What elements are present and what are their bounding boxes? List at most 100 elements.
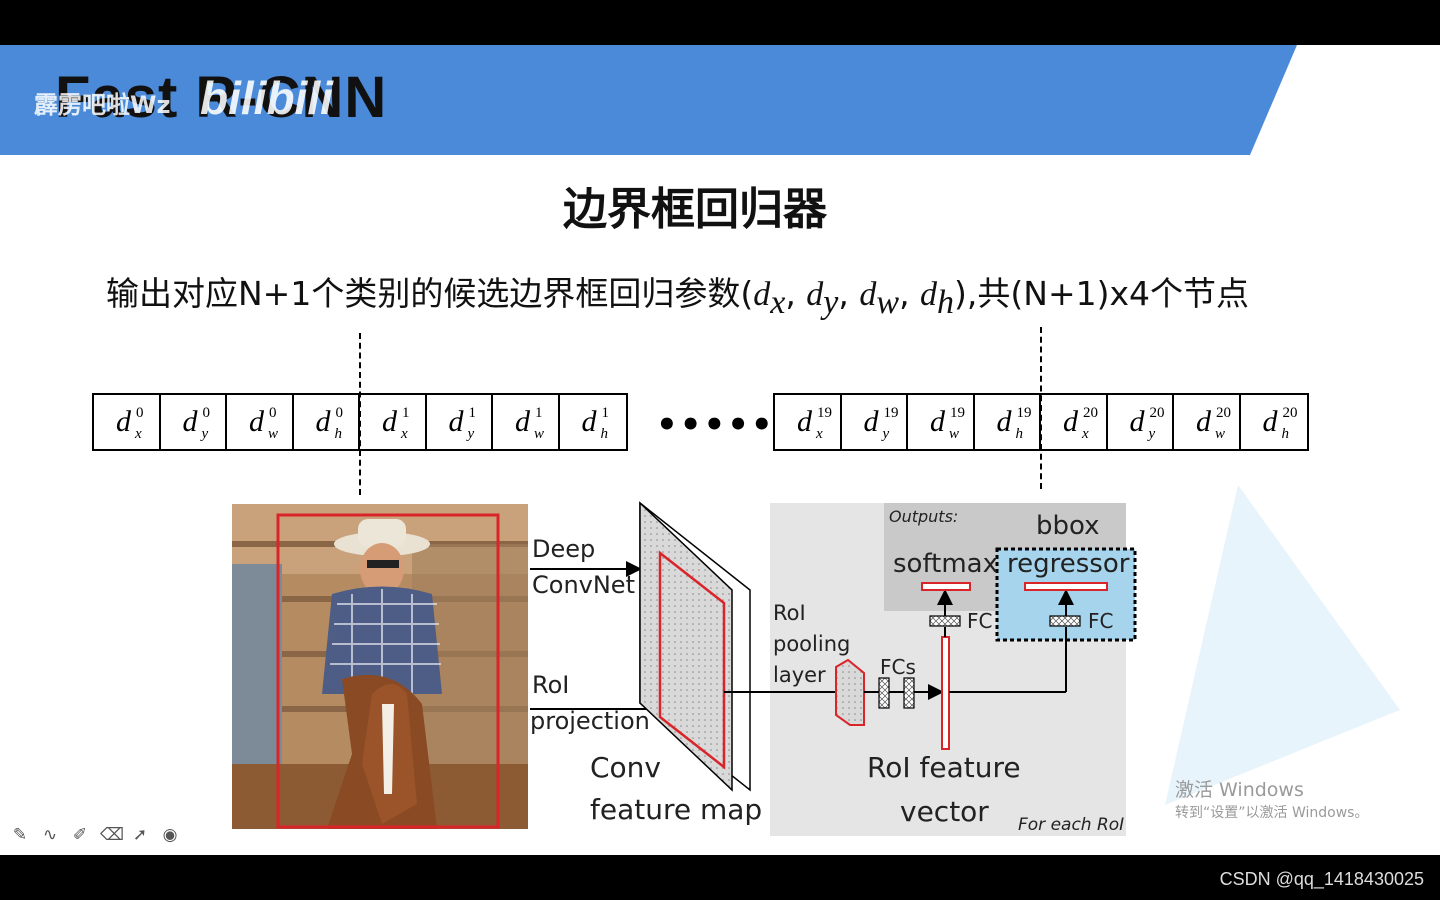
label-regressor: regressor: [1007, 549, 1130, 579]
cell-class-index: 0: [202, 405, 211, 421]
cell-class-index: 19: [817, 405, 832, 421]
ellipsis: ••••••: [656, 405, 799, 445]
windows-activation-hint: 转到“设置”以激活 Windows。: [1175, 805, 1369, 821]
label-outputs: Outputs:: [889, 507, 959, 526]
label-convnet: ConvNet: [532, 571, 635, 599]
label-roi-pooling-2: pooling: [773, 632, 851, 656]
cell-symbol: d: [1262, 405, 1278, 438]
fast-rcnn-diagram: [530, 485, 1400, 836]
label-fc-1: FC: [967, 609, 993, 633]
pointer-icon[interactable]: ➚: [132, 825, 148, 845]
watermark-text: 霹雳吧啦Wz: [34, 91, 171, 119]
cell-class-index: 0: [335, 405, 344, 421]
slide-heading: 边界框回归器: [563, 184, 827, 235]
cell-symbol: d: [1129, 405, 1145, 438]
cell-class-index: 1: [468, 405, 477, 421]
cell-symbol: d: [863, 405, 879, 438]
cell-coordinate: w: [534, 426, 545, 442]
cell-class-index: 20: [1216, 405, 1231, 421]
cell-class-index: 19: [883, 405, 899, 421]
label-projection: projection: [530, 707, 650, 735]
regression-cell: d 20 x: [1041, 395, 1108, 449]
cell-coordinate: h: [1015, 426, 1024, 442]
cell-coordinate: h: [1281, 426, 1290, 442]
cell-class-index: 0: [269, 405, 277, 421]
slide: Fast R-CNN 霹雳吧啦Wz bilibili 边界框回归器 输出对应N+…: [0, 45, 1440, 855]
cell-class-index: 20: [1282, 405, 1298, 421]
bilibili-logo: bilibili: [200, 72, 333, 124]
highlighter-icon[interactable]: ✐: [72, 825, 88, 845]
cell-coordinate: x: [135, 426, 142, 442]
cowboy-horse-photo: [232, 504, 528, 829]
label-deep: Deep: [532, 535, 596, 563]
pen-toolbar: ✎ ∿ ✐ ⌫ ➚ ◉: [10, 825, 180, 845]
regression-cell: d 19 x: [775, 395, 842, 449]
cell-symbol: d: [182, 405, 198, 438]
roi-feature-vector: [941, 636, 950, 750]
windows-activation-title: 激活 Windows: [1175, 779, 1304, 801]
cell-symbol: d: [448, 405, 464, 438]
regression-cell: d 20 w: [1174, 395, 1241, 449]
title-banner: [0, 45, 1297, 155]
watermark-triangle: [1165, 485, 1400, 805]
label-bbox: bbox: [1036, 511, 1100, 541]
fc-block-2: [903, 677, 915, 709]
cell-coordinate: y: [467, 426, 475, 442]
eraser-icon[interactable]: ⌫: [100, 825, 125, 845]
cell-symbol: d: [797, 405, 812, 438]
cell-class-index: 20: [1149, 405, 1165, 421]
cell-coordinate: y: [882, 426, 890, 442]
cell-coordinate: w: [1215, 426, 1226, 442]
cell-coordinate: h: [334, 426, 343, 442]
cell-class-index: 0: [136, 405, 144, 421]
cell-coordinate: y: [1148, 426, 1156, 442]
divider-dashed-right: [1040, 327, 1042, 489]
cell-symbol: d: [1063, 405, 1078, 438]
bbox-output: [1024, 582, 1108, 591]
cell-class-index: 20: [1083, 405, 1098, 421]
cell-coordinate: w: [268, 426, 279, 442]
curve-icon[interactable]: ∿: [42, 825, 58, 845]
label-fc-2: FC: [1088, 609, 1114, 633]
cell-coordinate: h: [600, 426, 609, 442]
cell-coordinate: x: [1082, 426, 1089, 442]
cell-class-index: 19: [950, 405, 965, 421]
cell-coordinate: w: [949, 426, 960, 442]
label-roi-feature: RoI feature: [867, 751, 1021, 784]
pen-icon[interactable]: ✎: [12, 825, 28, 845]
cell-symbol: d: [930, 405, 945, 438]
softmax-output: [921, 582, 971, 591]
cell-symbol: d: [382, 405, 397, 438]
label-roi-pooling-3: layer: [773, 663, 826, 687]
cell-class-index: 19: [1016, 405, 1032, 421]
label-conv: Conv: [590, 751, 661, 784]
fc-block-1: [878, 677, 890, 709]
cell-symbol: d: [515, 405, 530, 438]
cell-class-index: 1: [535, 405, 543, 421]
cell-coordinate: x: [816, 426, 823, 442]
cell-symbol: d: [315, 405, 331, 438]
cell-symbol: d: [1196, 405, 1211, 438]
label-for-each-roi: For each RoI: [1018, 815, 1125, 835]
regression-cell: d 19 w: [908, 395, 975, 449]
record-icon[interactable]: ◉: [162, 825, 178, 845]
cell-symbol: d: [249, 405, 264, 438]
cell-class-index: 1: [402, 405, 410, 421]
description-line: 输出对应N+1个类别的候选边界框回归参数(dx, dy, dw, dh),共(N…: [106, 274, 1250, 321]
cell-symbol: d: [581, 405, 597, 438]
cell-coordinate: y: [201, 426, 209, 442]
label-roi: RoI: [532, 671, 570, 699]
label-fcs: FCs: [880, 655, 916, 679]
label-feature-map: feature map: [590, 793, 763, 826]
slide-title: Fast R-CNN: [55, 65, 388, 130]
divider-dashed-left: [359, 333, 361, 495]
top-letterbox: [0, 0, 1440, 45]
